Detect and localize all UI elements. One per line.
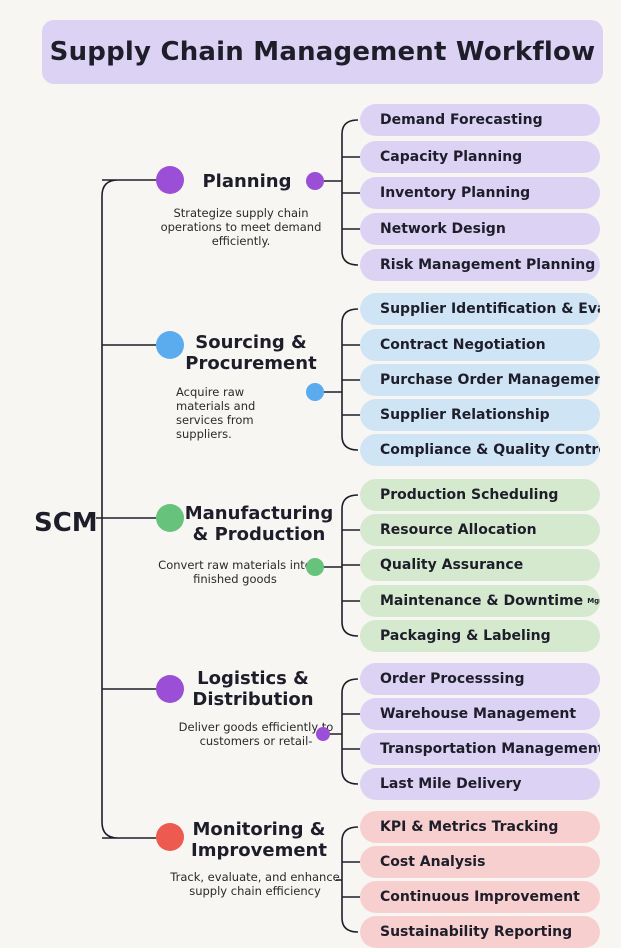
task-pill: Sustainability Reporting — [360, 916, 600, 948]
task-label: Supplier Identification & Eval. — [380, 301, 600, 317]
stage-manufacturing-title: Manufacturing & Production — [184, 503, 334, 545]
task-pill: Resource Allocation — [360, 514, 600, 546]
stage-manufacturing-dot — [156, 504, 184, 532]
task-pill: Production Scheduling — [360, 479, 600, 511]
task-pill: Transportation Management — [360, 733, 600, 765]
task-label: Packaging & Labeling — [380, 628, 551, 644]
task-pill: Contract Negotiation — [360, 329, 600, 361]
task-label: Network Design — [380, 221, 506, 237]
stage-sourcing-description: Acquire raw materials and services from … — [176, 385, 256, 441]
task-pill: Cost Analysis — [360, 846, 600, 878]
task-label: Demand Forecasting — [380, 112, 543, 128]
task-label: Cost Analysis — [380, 854, 486, 870]
task-label: Compliance & Quality Control — [380, 442, 600, 458]
stage-monitoring-description: Track, evaluate, and enhance supply chai… — [170, 870, 340, 898]
stage-monitoring-dot — [156, 823, 184, 851]
task-pill: Continuous Improvement — [360, 881, 600, 913]
title-banner: Supply Chain Management Workflow — [42, 20, 603, 84]
task-pill: Maintenance & DowntimeMgmk — [360, 585, 600, 617]
task-pill: Compliance & Quality Control — [360, 434, 600, 466]
task-label: Capacity Planning — [380, 149, 523, 165]
task-label-suffix: Mgmk — [587, 597, 600, 605]
stage-logistics-dot — [156, 675, 184, 703]
stage-planning-description: Strategize supply chain operations to me… — [160, 206, 322, 248]
task-label: Contract Negotiation — [380, 337, 546, 353]
root-label: SCM — [34, 508, 98, 538]
stage-manufacturing-hub — [306, 558, 324, 576]
task-label: Maintenance & Downtime — [380, 593, 584, 609]
stage-monitoring-title: Monitoring & Improvement — [191, 819, 327, 861]
stage-planning-hub — [306, 172, 324, 190]
task-label: Resource Allocation — [380, 522, 537, 538]
stage-planning-dot — [156, 166, 184, 194]
task-pill: Capacity Planning — [360, 141, 600, 173]
task-label: Inventory Planning — [380, 185, 531, 201]
stage-planning-title: Planning — [202, 171, 292, 192]
task-pill: Supplier Relationship — [360, 399, 600, 431]
task-label: Quality Assurance — [380, 557, 524, 573]
task-pill: Demand Forecasting — [360, 104, 600, 136]
stage-logistics-hub — [316, 727, 330, 741]
task-pill: KPI & Metrics Tracking — [360, 811, 600, 843]
task-pill: Purchase Order Management — [360, 364, 600, 396]
task-pill: Warehouse Management — [360, 698, 600, 730]
task-pill: Last Mile Delivery — [360, 768, 600, 800]
task-pill: Packaging & Labeling — [360, 620, 600, 652]
task-pill: Inventory Planning — [360, 177, 600, 209]
page-title: Supply Chain Management Workflow — [49, 37, 596, 67]
stage-sourcing-hub — [306, 383, 324, 401]
task-pill: Risk Management Planning — [360, 249, 600, 281]
stage-sourcing-title: Sourcing & Procurement — [185, 332, 317, 374]
task-label: Purchase Order Management — [380, 372, 600, 388]
task-pill: Network Design — [360, 213, 600, 245]
task-label: Continuous Improvement — [380, 889, 580, 905]
task-label: Supplier Relationship — [380, 407, 550, 423]
task-pill: Quality Assurance — [360, 549, 600, 581]
task-label: Last Mile Delivery — [380, 776, 522, 792]
task-pill: Supplier Identification & Eval. — [360, 293, 600, 325]
task-pill: Order Processsing — [360, 663, 600, 695]
stage-logistics-description: Deliver goods efficiently to customers o… — [178, 720, 334, 748]
task-label: Warehouse Management — [380, 706, 577, 722]
connector-path — [96, 119, 360, 933]
task-label: Order Processsing — [380, 671, 525, 687]
task-label: KPI & Metrics Tracking — [380, 819, 559, 835]
stage-manufacturing-description: Convert raw materials into finished good… — [158, 558, 312, 586]
stage-sourcing-dot — [156, 331, 184, 359]
task-label: Risk Management Planning — [380, 257, 596, 273]
task-label: Production Scheduling — [380, 487, 559, 503]
task-label: Transportation Management — [380, 741, 600, 757]
task-label: Sustainability Reporting — [380, 924, 573, 940]
stage-logistics-title: Logistics & Distribution — [192, 668, 314, 710]
